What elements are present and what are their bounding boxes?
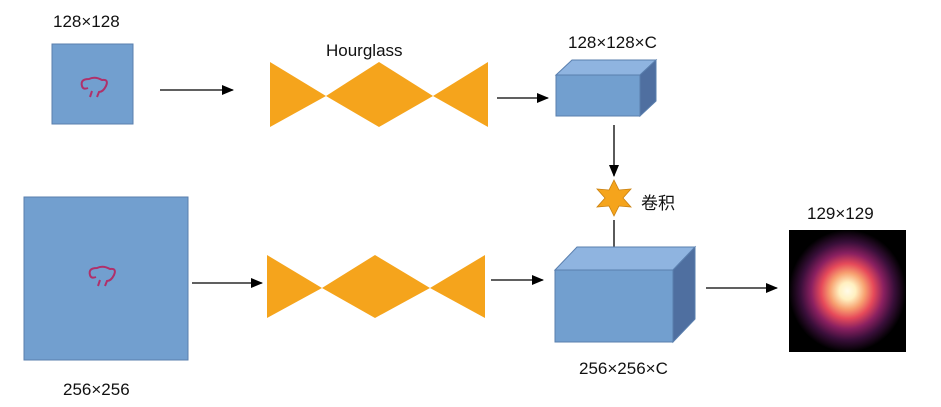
small-feature-cube bbox=[554, 58, 658, 118]
convolution-label: 卷积 bbox=[641, 194, 675, 213]
small-input-size-label: 128×128 bbox=[53, 12, 120, 31]
star-icon bbox=[596, 179, 632, 217]
hourglass-bottom bbox=[267, 255, 485, 318]
small-input-image bbox=[51, 43, 134, 125]
heatmap-glow bbox=[789, 230, 906, 352]
large-feature-size-label: 256×256×C bbox=[579, 359, 668, 378]
hand-outline-icon bbox=[80, 76, 108, 98]
large-feature-cube bbox=[553, 245, 697, 344]
hourglass-top bbox=[270, 62, 488, 127]
large-input-size-label: 256×256 bbox=[63, 380, 130, 399]
small-feature-size-label: 128×128×C bbox=[568, 33, 657, 52]
large-input-image bbox=[23, 196, 189, 361]
hand-outline-icon bbox=[88, 265, 116, 287]
hourglass-label: Hourglass bbox=[326, 41, 403, 60]
output-size-label: 129×129 bbox=[807, 204, 874, 223]
